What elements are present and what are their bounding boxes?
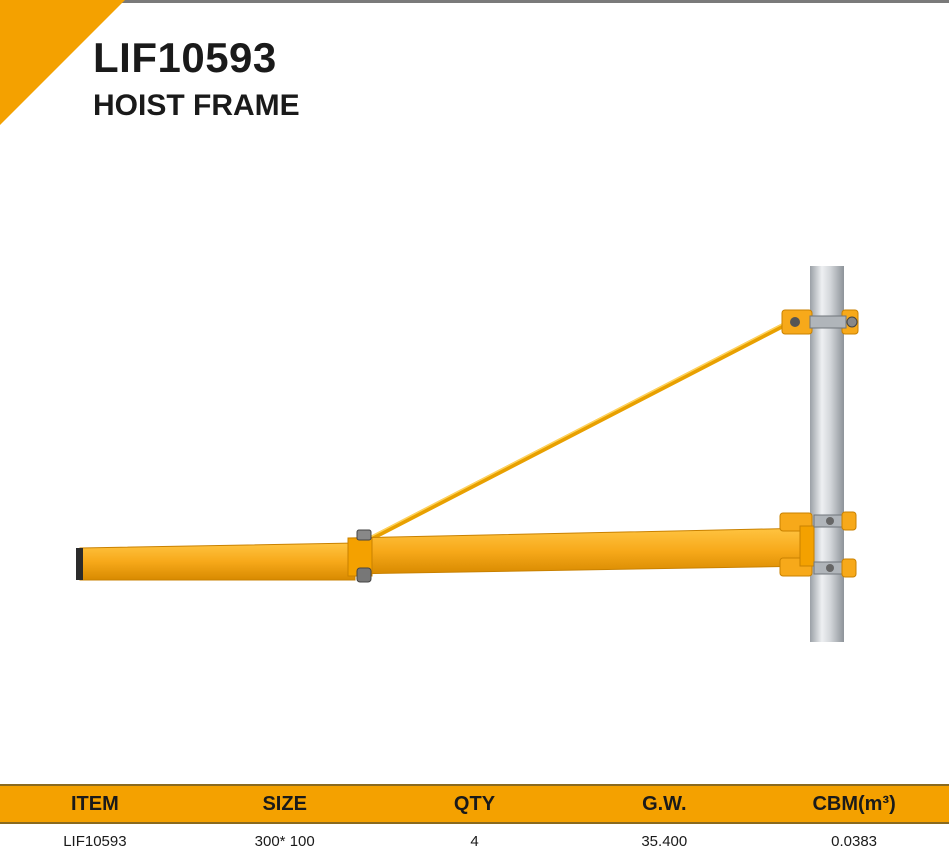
product-name: HOIST FRAME [93,89,300,122]
col-header-qty: QTY [379,784,570,824]
cell-qty: 4 [470,832,479,850]
support-rod [365,319,793,543]
cell-size: 300* 100 [254,832,315,850]
title-block: LIF10593 HOIST FRAME [93,34,300,124]
table-row: LIF10593 300* 100 4 35.400 0.0383 [0,823,949,858]
cell-gw: 35.400 [641,832,688,850]
spec-table-header: ITEM SIZE QTY G.W. CBM(m³) [0,784,949,824]
hoist-frame-image [76,266,859,642]
top-rule [0,0,949,3]
main-beam [76,527,813,583]
col-header-cbm: CBM(m³) [759,784,949,824]
product-code: LIF10593 [93,34,277,81]
col-header-item: ITEM [0,784,190,824]
lower-clamp [779,511,857,578]
corner-accent [0,0,125,125]
cell-cbm: 0.0383 [831,832,878,850]
cell-item: LIF10593 [63,832,127,850]
col-header-size: SIZE [189,784,380,824]
mast-pole [810,266,844,642]
spec-table: ITEM SIZE QTY G.W. CBM(m³) LIF10593 300*… [0,784,949,858]
upper-clamp [781,309,859,335]
col-header-gw: G.W. [569,784,760,824]
